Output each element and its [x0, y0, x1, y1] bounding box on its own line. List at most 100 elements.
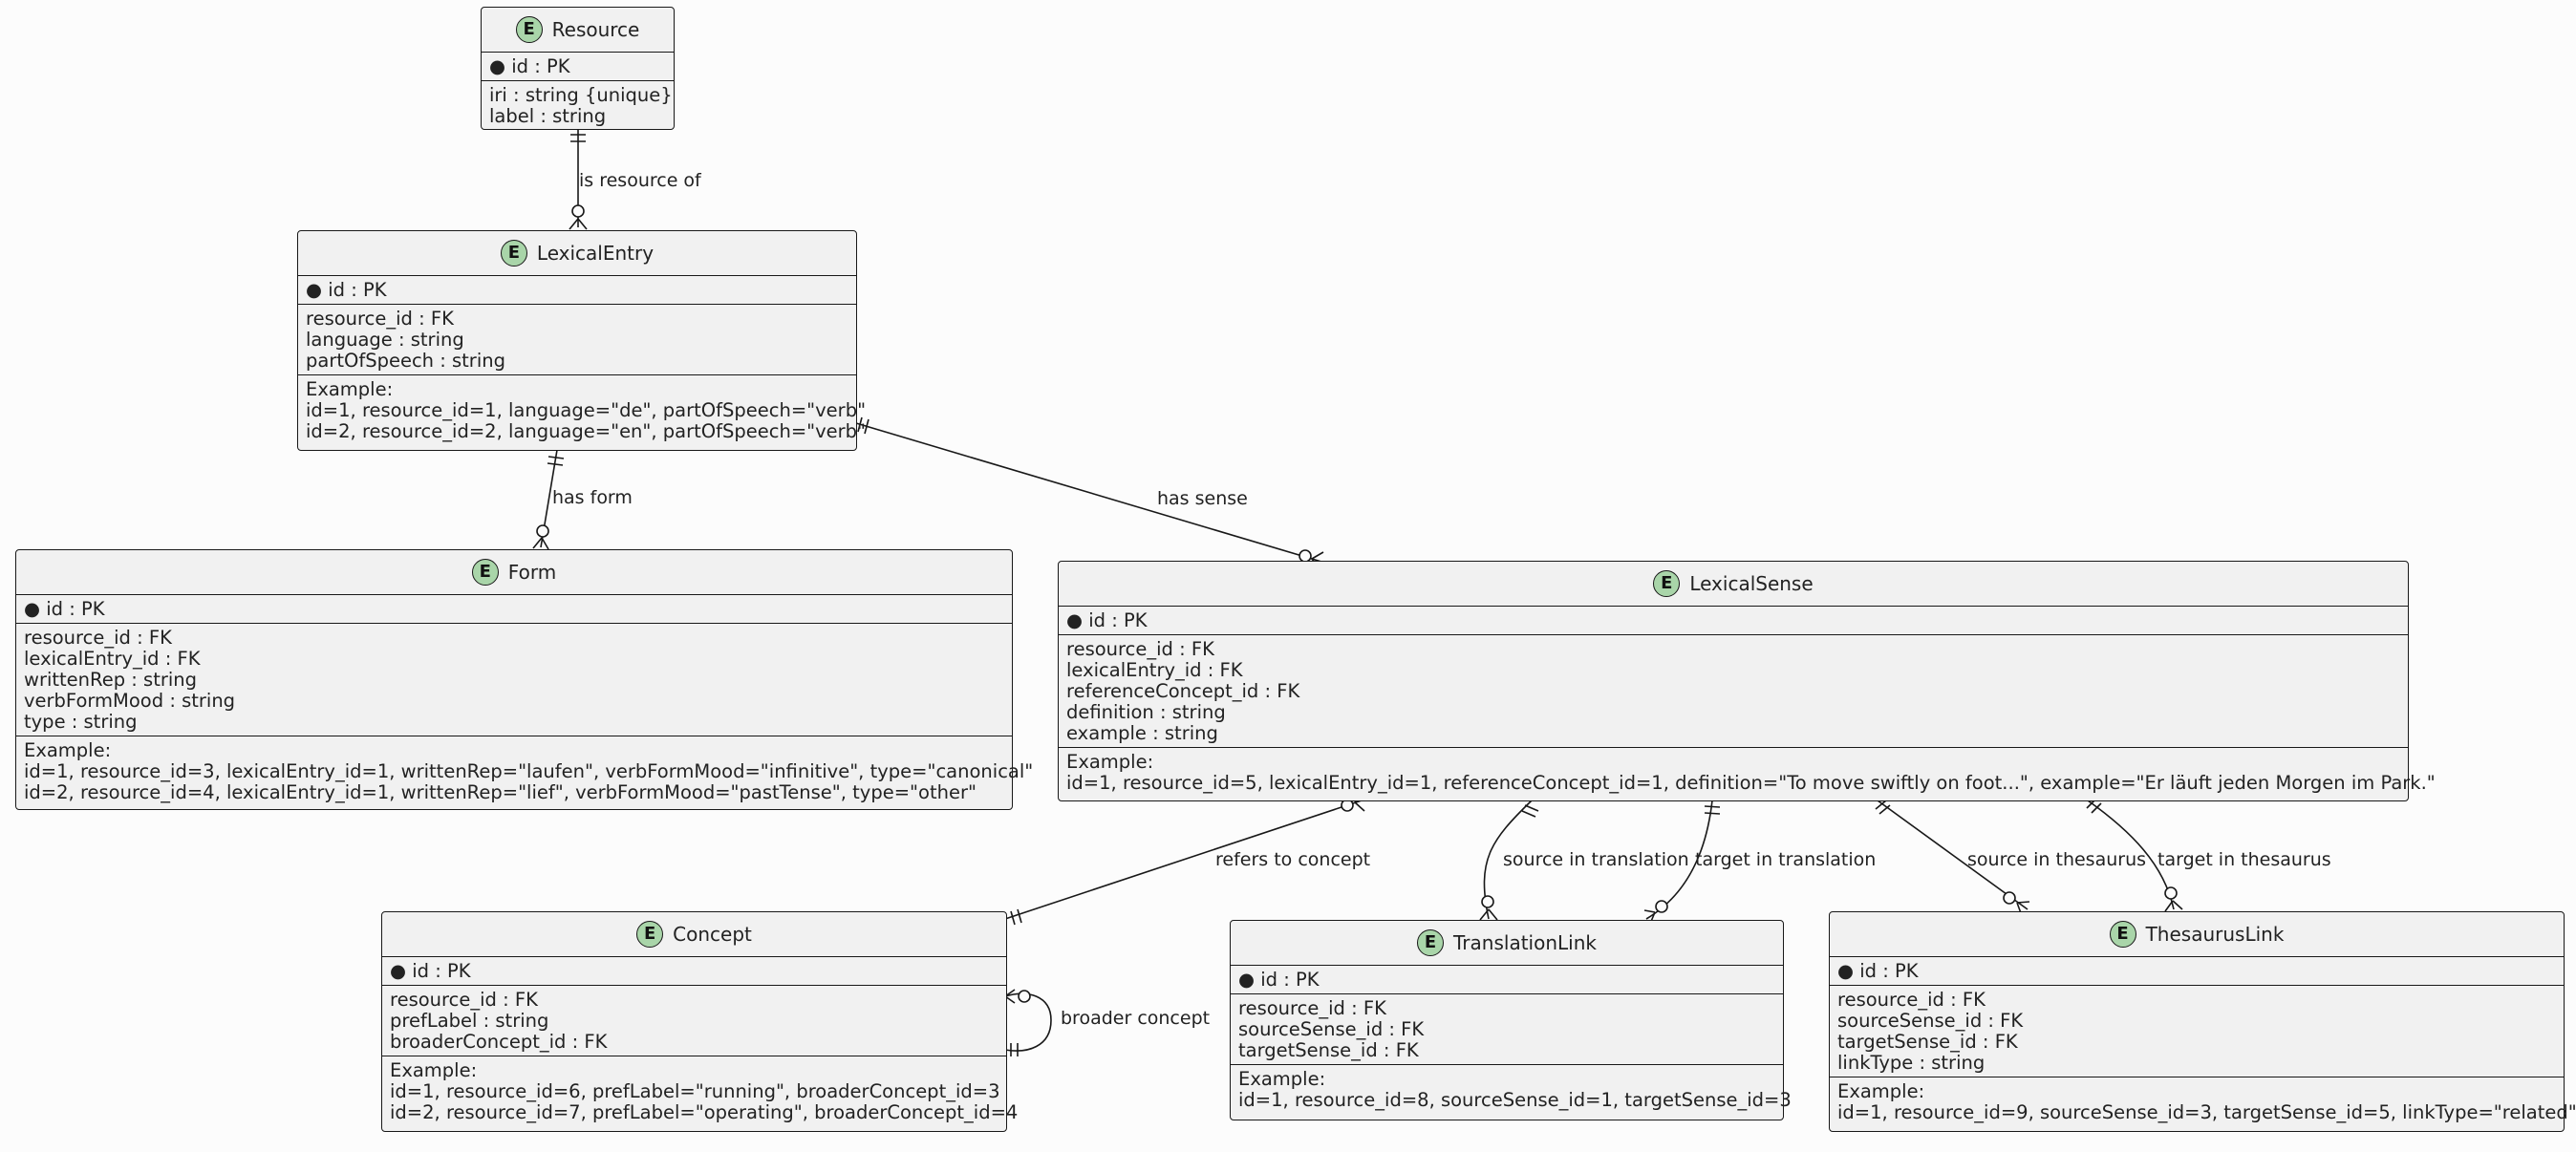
entity-badge-icon: E [500, 240, 527, 267]
entity-attributes-section: iri : string {unique}label : string [482, 81, 674, 130]
attribute: resource_id : FK [306, 308, 454, 330]
attribute: resource_id : FK [1066, 638, 1214, 660]
example-line: Example: [1066, 751, 1154, 773]
edge-refers-to-concept [1004, 795, 1365, 926]
entity-translationlink[interactable]: E TranslationLink ● id : PK resource_id : F… [1230, 920, 1792, 1120]
label-target-in-translation: target in translation [1695, 849, 1877, 870]
entity-pk-section: ● id : PK [482, 53, 674, 81]
attribute: targetSense_id : FK [1238, 1039, 1419, 1061]
attribute: writtenRep : string [24, 669, 198, 691]
label-refers-to-concept: refers to concept [1215, 849, 1371, 870]
attribute: resource_id : FK [24, 627, 172, 649]
pk-attribute: ● id : PK [1238, 969, 1320, 991]
entity-badge-icon: E [636, 921, 664, 948]
example-line: Example: [24, 739, 112, 761]
entity-example-section: Example:id=1, resource_id=5, lexicalEntr… [1059, 748, 2436, 797]
pk-attribute: ● id : PK [306, 279, 387, 301]
entity-name: LexicalSense [1689, 572, 1814, 595]
example-line: Example: [306, 378, 394, 400]
example-line: id=1, resource_id=9, sourceSense_id=3, t… [1837, 1101, 2576, 1123]
label-has-sense: has sense [1157, 488, 1248, 509]
entity-header: E LexicalEntry [298, 231, 856, 276]
entity-pk-section: ● id : PK [382, 957, 1006, 986]
example-line: id=2, resource_id=7, prefLabel="operatin… [390, 1101, 1019, 1123]
entity-badge-icon: E [515, 16, 543, 43]
entity-pk-section: ● id : PK [1231, 966, 1783, 994]
entity-header: E LexicalSense [1059, 562, 2408, 607]
entity-header: E Concept [382, 912, 1006, 957]
example-line: id=1, resource_id=6, prefLabel="running"… [390, 1080, 1000, 1102]
attribute: iri : string {unique} [489, 84, 673, 106]
entity-pk-section: ● id : PK [16, 595, 1012, 624]
entity-example-section: Example:id=1, resource_id=1, language="d… [298, 375, 867, 445]
edge-has-sense [855, 416, 1324, 570]
attribute: lexicalEntry_id : FK [1066, 659, 1243, 681]
entity-name: ThesaurusLink [2145, 923, 2285, 946]
entity-pk-section: ● id : PK [1059, 607, 2408, 635]
pk-attribute: ● id : PK [1837, 960, 1919, 982]
example-line: id=2, resource_id=2, language="en", part… [306, 420, 867, 442]
entity-header: E TranslationLink [1231, 921, 1783, 966]
edge-target-in-thesaurus [2086, 798, 2183, 912]
example-line: Example: [390, 1059, 478, 1081]
label-source-in-thesaurus: source in thesaurus [1967, 849, 2147, 870]
entity-pk-section: ● id : PK [1830, 957, 2564, 986]
entity-header: E Resource [482, 8, 674, 53]
edge-target-in-translation [1643, 800, 1721, 925]
label-is-resource-of: is resource of [579, 170, 701, 191]
example-line: id=1, resource_id=5, lexicalEntry_id=1, … [1066, 772, 2436, 794]
pk-attribute: ● id : PK [1066, 609, 1148, 631]
entity-name: LexicalEntry [536, 242, 655, 265]
entity-badge-icon: E [1653, 570, 1681, 597]
entity-name: Resource [551, 18, 640, 41]
attribute: label : string [489, 105, 607, 127]
label-has-form: has form [552, 487, 633, 508]
example-line: id=2, resource_id=4, lexicalEntry_id=1, … [24, 781, 977, 803]
attribute: example : string [1066, 722, 1218, 744]
pk-attribute: ● id : PK [24, 598, 105, 620]
entity-example-section: Example:id=1, resource_id=3, lexicalEntr… [16, 736, 1034, 806]
edge-broader-concept [1004, 989, 1052, 1056]
entity-badge-icon: E [471, 559, 499, 586]
entity-badge-icon: E [1417, 929, 1445, 956]
attribute: type : string [24, 711, 138, 733]
entity-example-section: Example:id=1, resource_id=6, prefLabel="… [382, 1056, 1019, 1126]
label-broader-concept: broader concept [1061, 1008, 1211, 1029]
entity-name: Concept [673, 923, 752, 946]
attribute: partOfSpeech : string [306, 350, 505, 372]
attribute: resource_id : FK [390, 989, 538, 1011]
attribute: sourceSense_id : FK [1837, 1010, 2024, 1032]
edge-source-in-translation [1479, 800, 1539, 921]
attribute: lexicalEntry_id : FK [24, 648, 201, 670]
entity-name: TranslationLink [1453, 931, 1597, 954]
attribute: definition : string [1066, 701, 1226, 723]
entity-example-section: Example:id=1, resource_id=9, sourceSense… [1830, 1077, 2576, 1126]
attribute: resource_id : FK [1238, 997, 1386, 1019]
example-line: id=1, resource_id=3, lexicalEntry_id=1, … [24, 760, 1034, 782]
pk-attribute: ● id : PK [390, 960, 471, 982]
attribute: linkType : string [1837, 1052, 1986, 1074]
entity-example-section: Example:id=1, resource_id=8, sourceSense… [1231, 1065, 1792, 1114]
attribute: referenceConcept_id : FK [1066, 680, 1300, 702]
entity-pk-section: ● id : PK [298, 276, 856, 305]
example-line: id=1, resource_id=8, sourceSense_id=1, t… [1238, 1089, 1792, 1111]
example-line: Example: [1837, 1080, 1925, 1102]
attribute: language : string [306, 329, 464, 351]
attribute: resource_id : FK [1837, 989, 1986, 1011]
attribute: broaderConcept_id : FK [390, 1031, 608, 1053]
edge-is-resource-of [569, 128, 588, 230]
